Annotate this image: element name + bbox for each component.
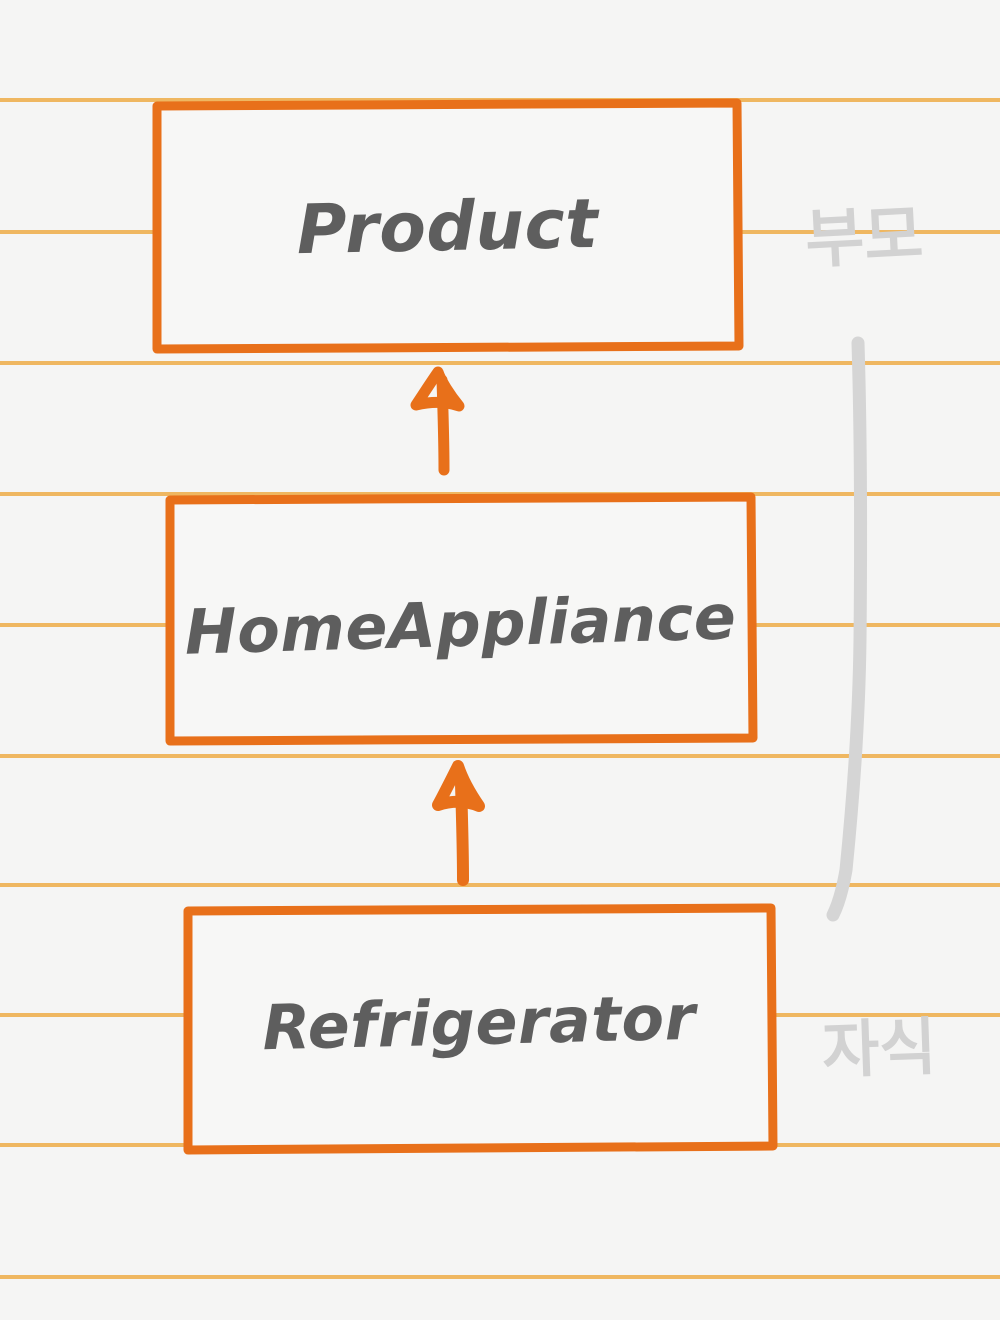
hierarchy-brace-curve (826, 336, 868, 922)
node-box-refrigerator[interactable] (183, 903, 778, 1155)
node-label-product: Product (296, 184, 599, 271)
node-box-product[interactable] (152, 98, 744, 354)
annotation-child: 자식 (820, 1010, 938, 1087)
generalization-arrow-homeappliance-product[interactable] (410, 366, 465, 476)
node-box-homeappliance[interactable] (165, 492, 758, 746)
node-label-refrigerator: Refrigerator (261, 980, 697, 1065)
generalization-arrow-refrigerator-homeappliance[interactable] (432, 760, 485, 886)
annotation-parent: 부모 (803, 197, 925, 279)
